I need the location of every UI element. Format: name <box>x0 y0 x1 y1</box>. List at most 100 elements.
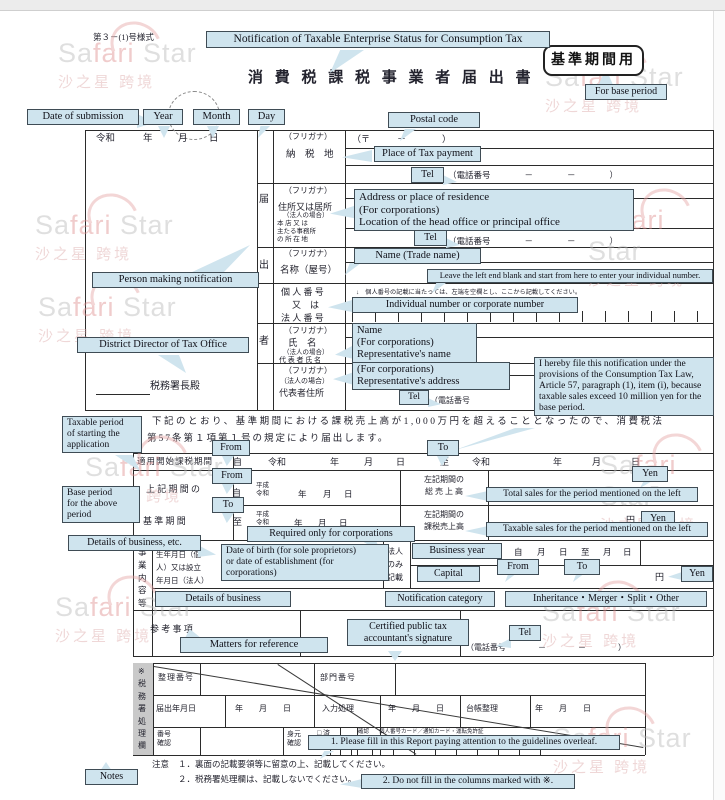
callout-fill-in-report: 1. Please fill in this Report paying att… <box>308 735 620 750</box>
label-day: 日 <box>209 134 219 144</box>
label-note-2: ２．税務署処理欄は、記載しないでください。 <box>178 774 357 784</box>
callout-to-3: To <box>564 559 600 575</box>
callout-date-of-birth: Date of birth (for sole proprietors) or … <box>221 544 389 581</box>
label-ymd-3: 年 月 日 <box>535 704 591 713</box>
callout-pointer <box>465 526 488 536</box>
label-rep-name: 代 表 者 氏 名 <box>279 356 321 364</box>
callout-pointer <box>333 372 354 385</box>
watermark-brand: Safari Star <box>38 292 177 322</box>
label-address: 住所又は居所 <box>278 202 333 212</box>
label-number-confirmation: 番号 確認 <box>157 730 171 748</box>
callout-pointer <box>573 573 585 582</box>
form-line <box>460 695 461 727</box>
form-line <box>133 470 713 471</box>
label-col-todoke: 届 <box>259 194 269 205</box>
declaration-line-1: 下記のとおり、基準期間における課税売上高が1,000万円を超えることとなったので… <box>152 417 665 427</box>
label-yr-4: 年 <box>294 518 303 528</box>
form-line <box>257 183 713 184</box>
label-identity-confirmation: 身元 確認 <box>287 730 301 748</box>
callout-title-en: Notification of Taxable Enterprise Statu… <box>206 31 550 49</box>
callout-from-3: From <box>497 559 539 575</box>
label-ymd-1: 年 月 日 <box>235 704 291 713</box>
label-by-dy2: 日 <box>623 547 632 557</box>
callout-representatives-address: (For corporations) Representative's addr… <box>352 362 510 391</box>
form-line <box>200 663 201 695</box>
callout-pointer <box>465 491 488 501</box>
form-line <box>467 311 468 322</box>
form-line <box>530 695 531 727</box>
form-line <box>488 470 489 540</box>
label-heisei-reiwa-1: 平成 令和 <box>256 482 269 497</box>
form-line <box>283 727 284 755</box>
label-name: 氏 名 <box>288 339 317 349</box>
callout-pointer <box>428 398 441 407</box>
label-corp-case-2: （法人の場合） <box>283 349 329 356</box>
form-line <box>713 410 714 656</box>
form-line <box>640 540 641 565</box>
form-line <box>153 727 645 728</box>
form-line <box>605 311 606 322</box>
label-note-1: １．裏面の記載要領等に留意の上、記載してください。 <box>178 759 390 769</box>
form-line <box>352 311 353 322</box>
callout-to-1: To <box>427 440 459 456</box>
form-line <box>133 656 713 657</box>
page-title: 消 費 税 課 税 事 業 者 届 出 書 <box>248 70 535 86</box>
label-birth-date: 生年月日（個 人）又は設立 年月日（法人） <box>156 550 209 586</box>
label-furigana-1: （フリガナ） <box>284 132 332 141</box>
form-line <box>674 311 675 322</box>
callout-yen-1: Yen <box>632 466 668 482</box>
callout-month: Month <box>193 109 240 126</box>
watermark-arc <box>632 180 700 244</box>
callout-from-1: From <box>212 440 250 456</box>
form-line <box>400 470 401 540</box>
label-corporate-number: 法 人 番 号 <box>281 313 324 323</box>
label-furigana-3: （フリガナ） <box>284 249 332 258</box>
label-month: 月 <box>178 134 188 144</box>
form-line <box>96 394 150 395</box>
form-line <box>233 505 713 506</box>
label-by-shi: 至 <box>581 547 590 557</box>
label-from-jp-2: 自 <box>232 488 242 498</box>
label-dy-2: 日 <box>631 457 641 467</box>
callout-notes: Notes <box>85 769 138 785</box>
label-by-mo1: 月 <box>537 547 546 557</box>
label-yr-1: 年 <box>330 457 340 467</box>
label-furigana-2: （フリガナ） <box>284 186 332 195</box>
callout-year: Year <box>143 109 183 126</box>
label-mo-1: 月 <box>364 457 374 467</box>
label-head-office: 本 店 又 は 主たる事務所 の 所 在 地 <box>277 220 316 244</box>
label-reference-number: 整理番号 <box>158 673 194 682</box>
callout-pointer <box>496 638 511 648</box>
watermark-brand: Safari Star <box>35 210 174 240</box>
label-ymd-2: 年 月 日 <box>388 704 444 713</box>
callout-yen-3: Yen <box>681 566 713 582</box>
form-line <box>153 695 645 696</box>
label-era-1: 令和 <box>268 457 287 467</box>
form-line <box>133 610 713 611</box>
label-reference-matters: 参 考 事 項 <box>150 624 193 634</box>
callout-base-period: Base period for the above period <box>62 486 140 523</box>
callout-name-for-corporations: Name (For corporations) Representative's… <box>352 323 477 364</box>
form-line <box>133 540 713 541</box>
form-line <box>345 375 713 376</box>
callout-required-corporations: Required only for corporations <box>247 526 415 542</box>
callout-capital: Capital <box>417 566 480 582</box>
label-dy-4: 日 <box>339 518 348 528</box>
label-base-period: 基 準 期 間 <box>143 516 186 526</box>
callout-to-2: To <box>212 497 244 513</box>
form-line <box>85 130 713 131</box>
form-line <box>257 130 258 410</box>
label-furigana-5: （フリガナ） <box>284 366 332 375</box>
callout-individual-number: Individual number or corporate number <box>352 297 578 313</box>
form-line <box>628 311 629 322</box>
form-line <box>133 755 645 756</box>
label-taxable-sales-left: 左記期間の 課税売上高 <box>424 510 464 532</box>
label-dy-1: 日 <box>396 457 406 467</box>
form-line <box>559 311 560 322</box>
callout-tel-2: Tel <box>414 230 447 246</box>
form-line <box>314 695 315 727</box>
declaration-line-2: 第57条第１項第１号の規定により届出します。 <box>147 434 390 444</box>
label-col-sha: 者 <box>259 336 269 347</box>
scrollbar[interactable] <box>713 11 725 800</box>
label-by-dy1: 日 <box>559 547 568 557</box>
